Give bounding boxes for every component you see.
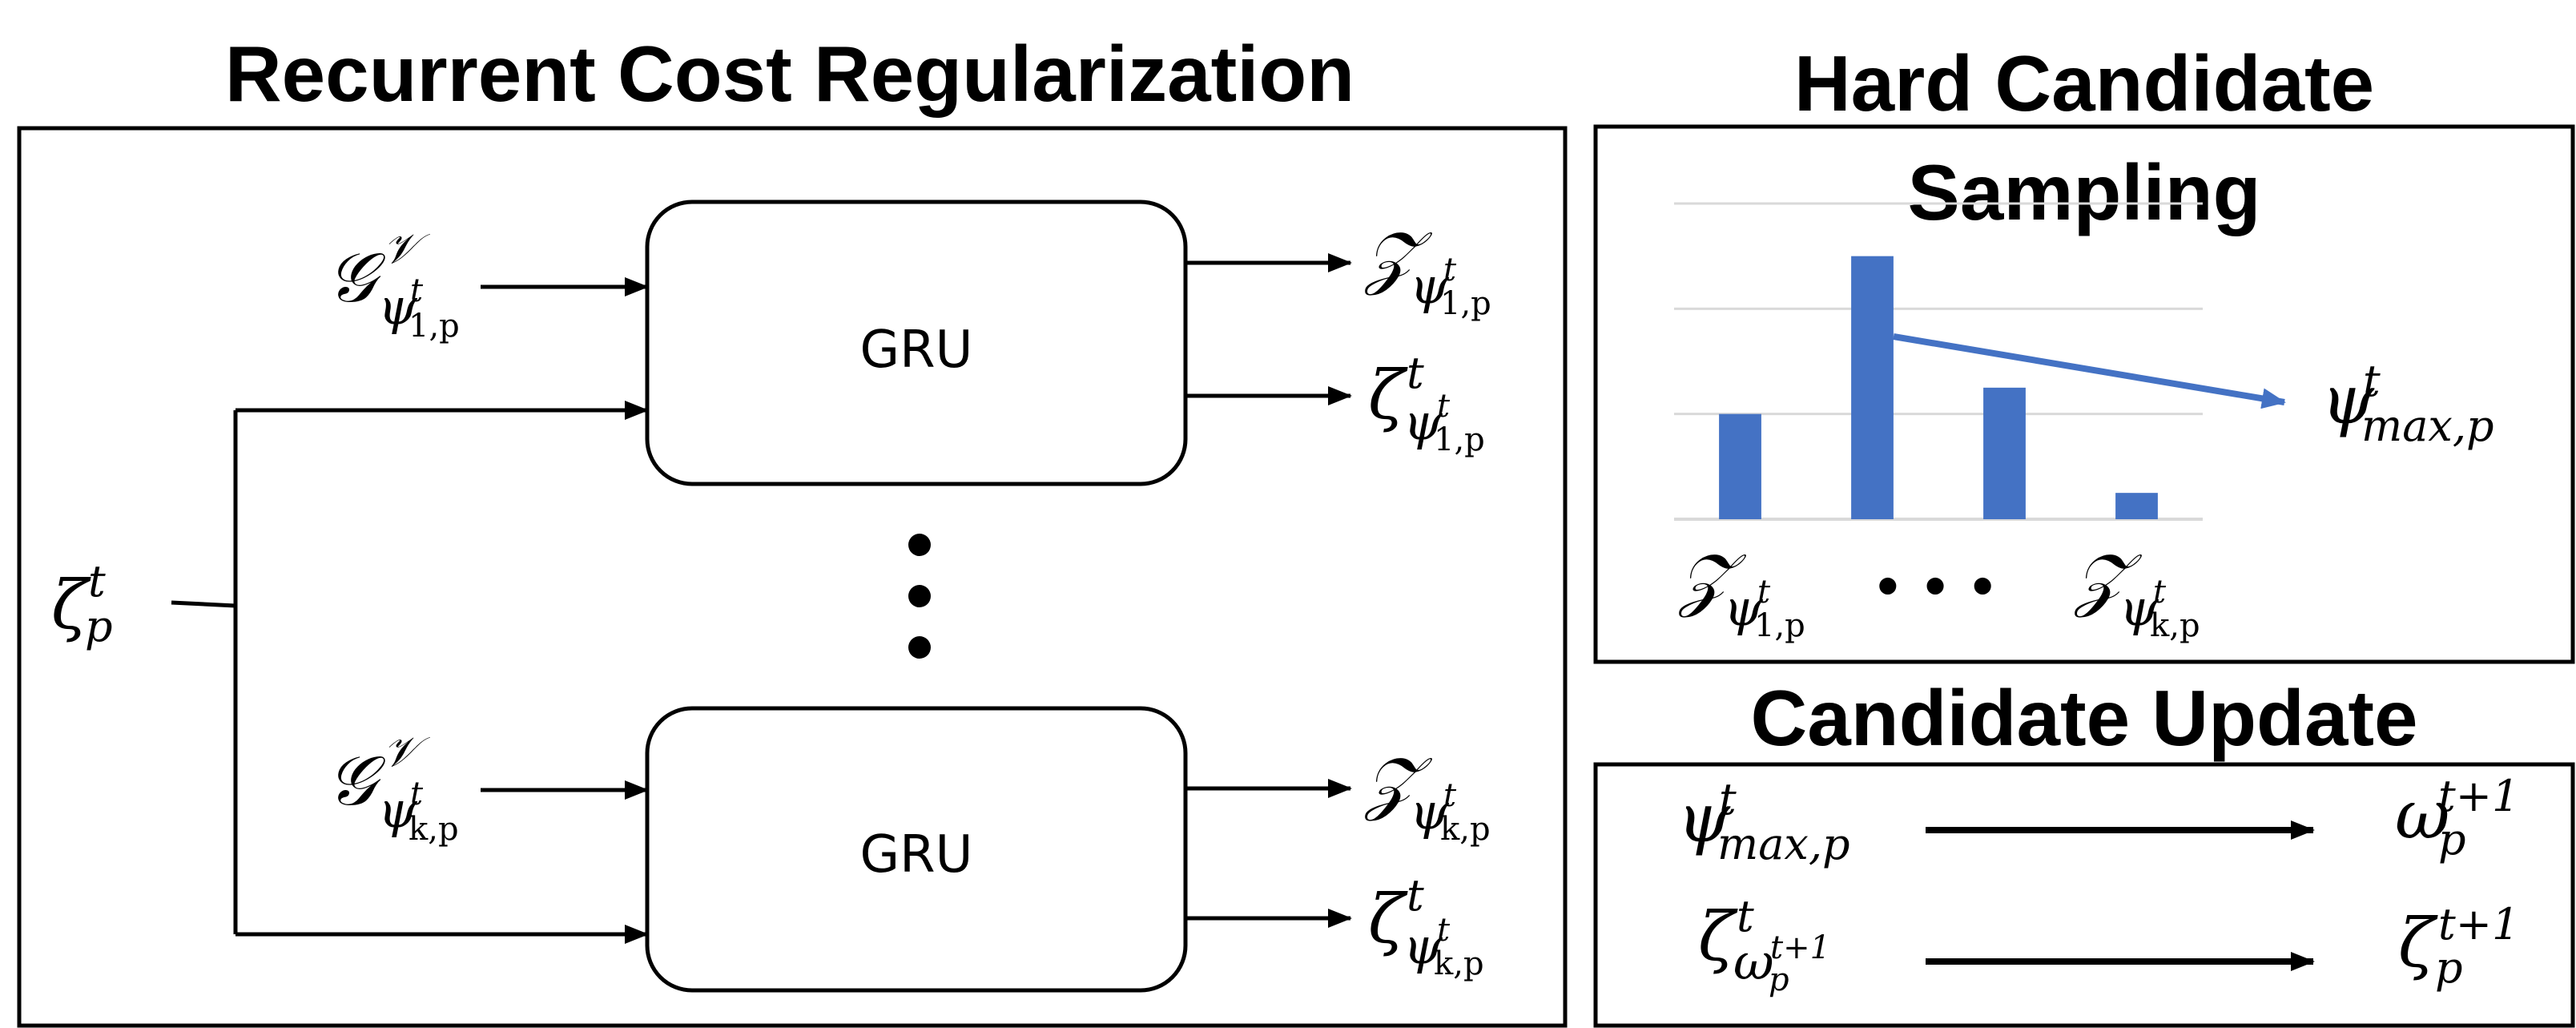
upd-zeta-symbol: ζ	[1698, 897, 1738, 976]
update-panel-border	[1593, 762, 2575, 1028]
g-top-sub-psi: ψ	[378, 277, 418, 336]
xlabel1-psi: ψ	[1724, 579, 1764, 637]
zeta-sub-p: p	[85, 601, 113, 651]
zeta-bottom-sup-t: t	[1407, 870, 1424, 921]
xlabel2-t: t	[2153, 574, 2167, 611]
max-selection-arrow	[1893, 333, 2286, 409]
upd-psi-symbol: ψ	[1677, 779, 1731, 857]
ellipsis-dot-3	[908, 636, 931, 659]
g-top-symbol: 𝒢	[327, 238, 386, 318]
update-zeta-omega: ζ t ω t+1 p	[1698, 891, 1830, 998]
gru-box-top	[645, 200, 1188, 486]
g-bottom-symbol: 𝒢	[327, 741, 386, 821]
zeta-top-sub-psi-t: t	[1437, 388, 1451, 425]
g-top-sub-psi-t: t	[410, 272, 424, 309]
upd-omega-symbol: ω	[2395, 776, 2450, 854]
upd-zeta-sup-t: t	[1737, 891, 1754, 941]
zeta-sup-t: t	[88, 556, 106, 607]
gru-box-bottom	[645, 706, 1188, 993]
z-top-sub-psi-1p: 1,p	[1440, 285, 1491, 322]
upd-zeta-p-sup: t+1	[2438, 899, 2519, 949]
zeta-top-sub-psi: ψ	[1403, 393, 1443, 451]
g-bottom-sup-v: 𝒱	[383, 728, 430, 776]
chart-gridlines	[1674, 202, 2203, 521]
update-psi-max-p: ψ t max,p	[1677, 774, 1850, 869]
gru-label-bottom: GRU	[860, 825, 973, 885]
output-z-top: 𝒵 ψ t 1,p	[1363, 217, 1491, 322]
upd-zeta-sub-omega-sup: t+1	[1770, 929, 1830, 966]
title-hard-candidate: Hard Candidate	[1794, 39, 2374, 127]
update-row-2: ζ t ω t+1 p ζ t+1 p	[1698, 891, 2519, 998]
upd-zeta-p-sub: p	[2435, 942, 2463, 993]
x-label-ellipsis: • • •	[1873, 560, 1998, 616]
label-psi-max-p: ψ t max,p	[2321, 356, 2494, 451]
upd-zeta-sub-omega: ω	[1733, 933, 1774, 991]
update-row-1: ψ t max,p ω t+1 p	[1677, 771, 2519, 869]
output-zeta-top: ζ t ψ t 1,p	[1368, 348, 1485, 458]
chart-bar-2	[1851, 256, 1894, 519]
upd-omega-sub: p	[2438, 814, 2466, 865]
z-bottom-sub-psi: ψ	[1410, 782, 1450, 841]
ellipsis-dot-2	[908, 585, 931, 607]
x-label-z-psi-1p: 𝒵 ψ t 1,p	[1677, 539, 1805, 644]
gru-block-top: GRU	[645, 200, 1188, 486]
x-label-z-psi-kp: 𝒵 ψ t k,p	[2073, 539, 2200, 644]
title-recurrent-cost-regularization: Recurrent Cost Regularization	[225, 30, 1354, 118]
z-top-sub-psi-t: t	[1443, 252, 1457, 288]
input-g-bottom: 𝒢 𝒱 ψ t k,p	[327, 728, 649, 848]
update-zeta-p: ζ t+1 p	[2398, 899, 2519, 993]
ellipsis-dot-1	[908, 534, 931, 556]
left-panel-border	[17, 126, 1568, 1028]
g-bottom-sub-psi: ψ	[378, 780, 418, 839]
g-bottom-sub-psi-kp: k,p	[409, 811, 459, 848]
xlabel2-psi: ψ	[2119, 579, 2159, 637]
chart-bar-3	[1983, 387, 2026, 519]
chart-bar-4	[2115, 493, 2158, 519]
vertical-ellipsis	[908, 534, 931, 659]
upd-psi-sub: max,p	[1717, 819, 1850, 869]
zeta-top-sup-t: t	[1407, 348, 1424, 398]
chart-bars	[1719, 256, 2158, 519]
zeta-bottom-sub-psi: ψ	[1403, 917, 1443, 975]
input-g-top: 𝒢 𝒱 ψ t 1,p	[327, 225, 649, 345]
g-bottom-sub-psi-t: t	[410, 776, 424, 812]
output-z-bottom: 𝒵 ψ t k,p	[1363, 743, 1491, 848]
zeta-bottom-sub-psi-kp: k,p	[1434, 945, 1484, 982]
psi-max-symbol: ψ	[2321, 361, 2375, 439]
upd-zeta-sub-omega-sub: p	[1769, 961, 1789, 998]
gru-label-top: GRU	[860, 320, 973, 380]
zeta-symbol: ζ	[51, 566, 91, 644]
gru-block-bottom: GRU	[645, 706, 1188, 993]
zeta-top-sub-psi-1p: 1,p	[1434, 421, 1485, 458]
xlabel2-sub: k,p	[2150, 607, 2200, 644]
chart-bar-1	[1719, 413, 1761, 519]
title-sampling: Sampling	[1907, 148, 2260, 236]
xlabel1-t: t	[1757, 574, 1771, 611]
upd-omega-sup: t+1	[2438, 771, 2519, 821]
output-zeta-bottom: ζ t ψ t k,p	[1368, 870, 1484, 982]
psi-max-sub: max,p	[2361, 401, 2494, 451]
sampling-panel-border	[1593, 124, 2575, 664]
input-zeta-p-t: ζ t p	[51, 556, 113, 651]
title-candidate-update: Candidate Update	[1750, 674, 2417, 762]
psi-max-sup-t: t	[2363, 356, 2381, 406]
upd-zeta-p-symbol: ζ	[2398, 904, 2438, 982]
update-omega-p: ω t+1 p	[2395, 771, 2519, 865]
zeta-bottom-symbol: ζ	[1368, 880, 1408, 958]
z-bottom-sub-psi-kp: k,p	[1440, 811, 1491, 848]
g-top-sub-psi-1p: 1,p	[409, 308, 460, 345]
splitter-lines	[171, 401, 649, 944]
zeta-top-symbol: ζ	[1368, 356, 1408, 434]
zeta-bottom-sub-psi-t: t	[1437, 912, 1451, 949]
z-bottom-sub-psi-t: t	[1443, 777, 1457, 814]
g-top-sup-v: 𝒱	[383, 225, 430, 273]
candidate-bar-chart	[1674, 202, 2203, 521]
xlabel1-sub: 1,p	[1754, 607, 1805, 644]
z-top-sub-psi: ψ	[1410, 256, 1450, 315]
upd-psi-sup-t: t	[1719, 774, 1737, 824]
